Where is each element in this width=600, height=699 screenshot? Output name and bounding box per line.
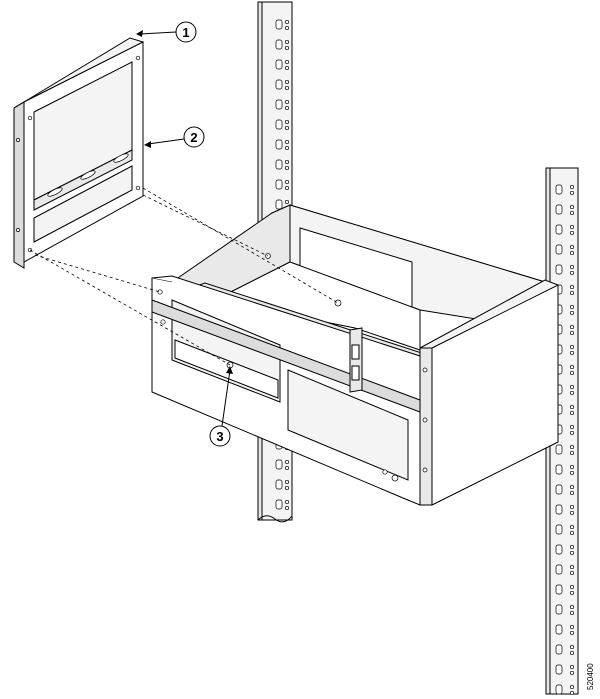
mounting-bracket: [13, 37, 145, 269]
rack-mount-shelf: [151, 204, 559, 506]
callout-1: 1: [136, 21, 197, 43]
callout-2: 2: [144, 126, 205, 148]
callout-3: 3: [209, 366, 233, 447]
figure-id: 520400: [586, 663, 595, 690]
callout-3-label: 3: [216, 429, 223, 444]
callout-1-label: 1: [182, 25, 189, 40]
callout-2-label: 2: [190, 130, 197, 145]
alignment-guides: [29, 187, 339, 366]
